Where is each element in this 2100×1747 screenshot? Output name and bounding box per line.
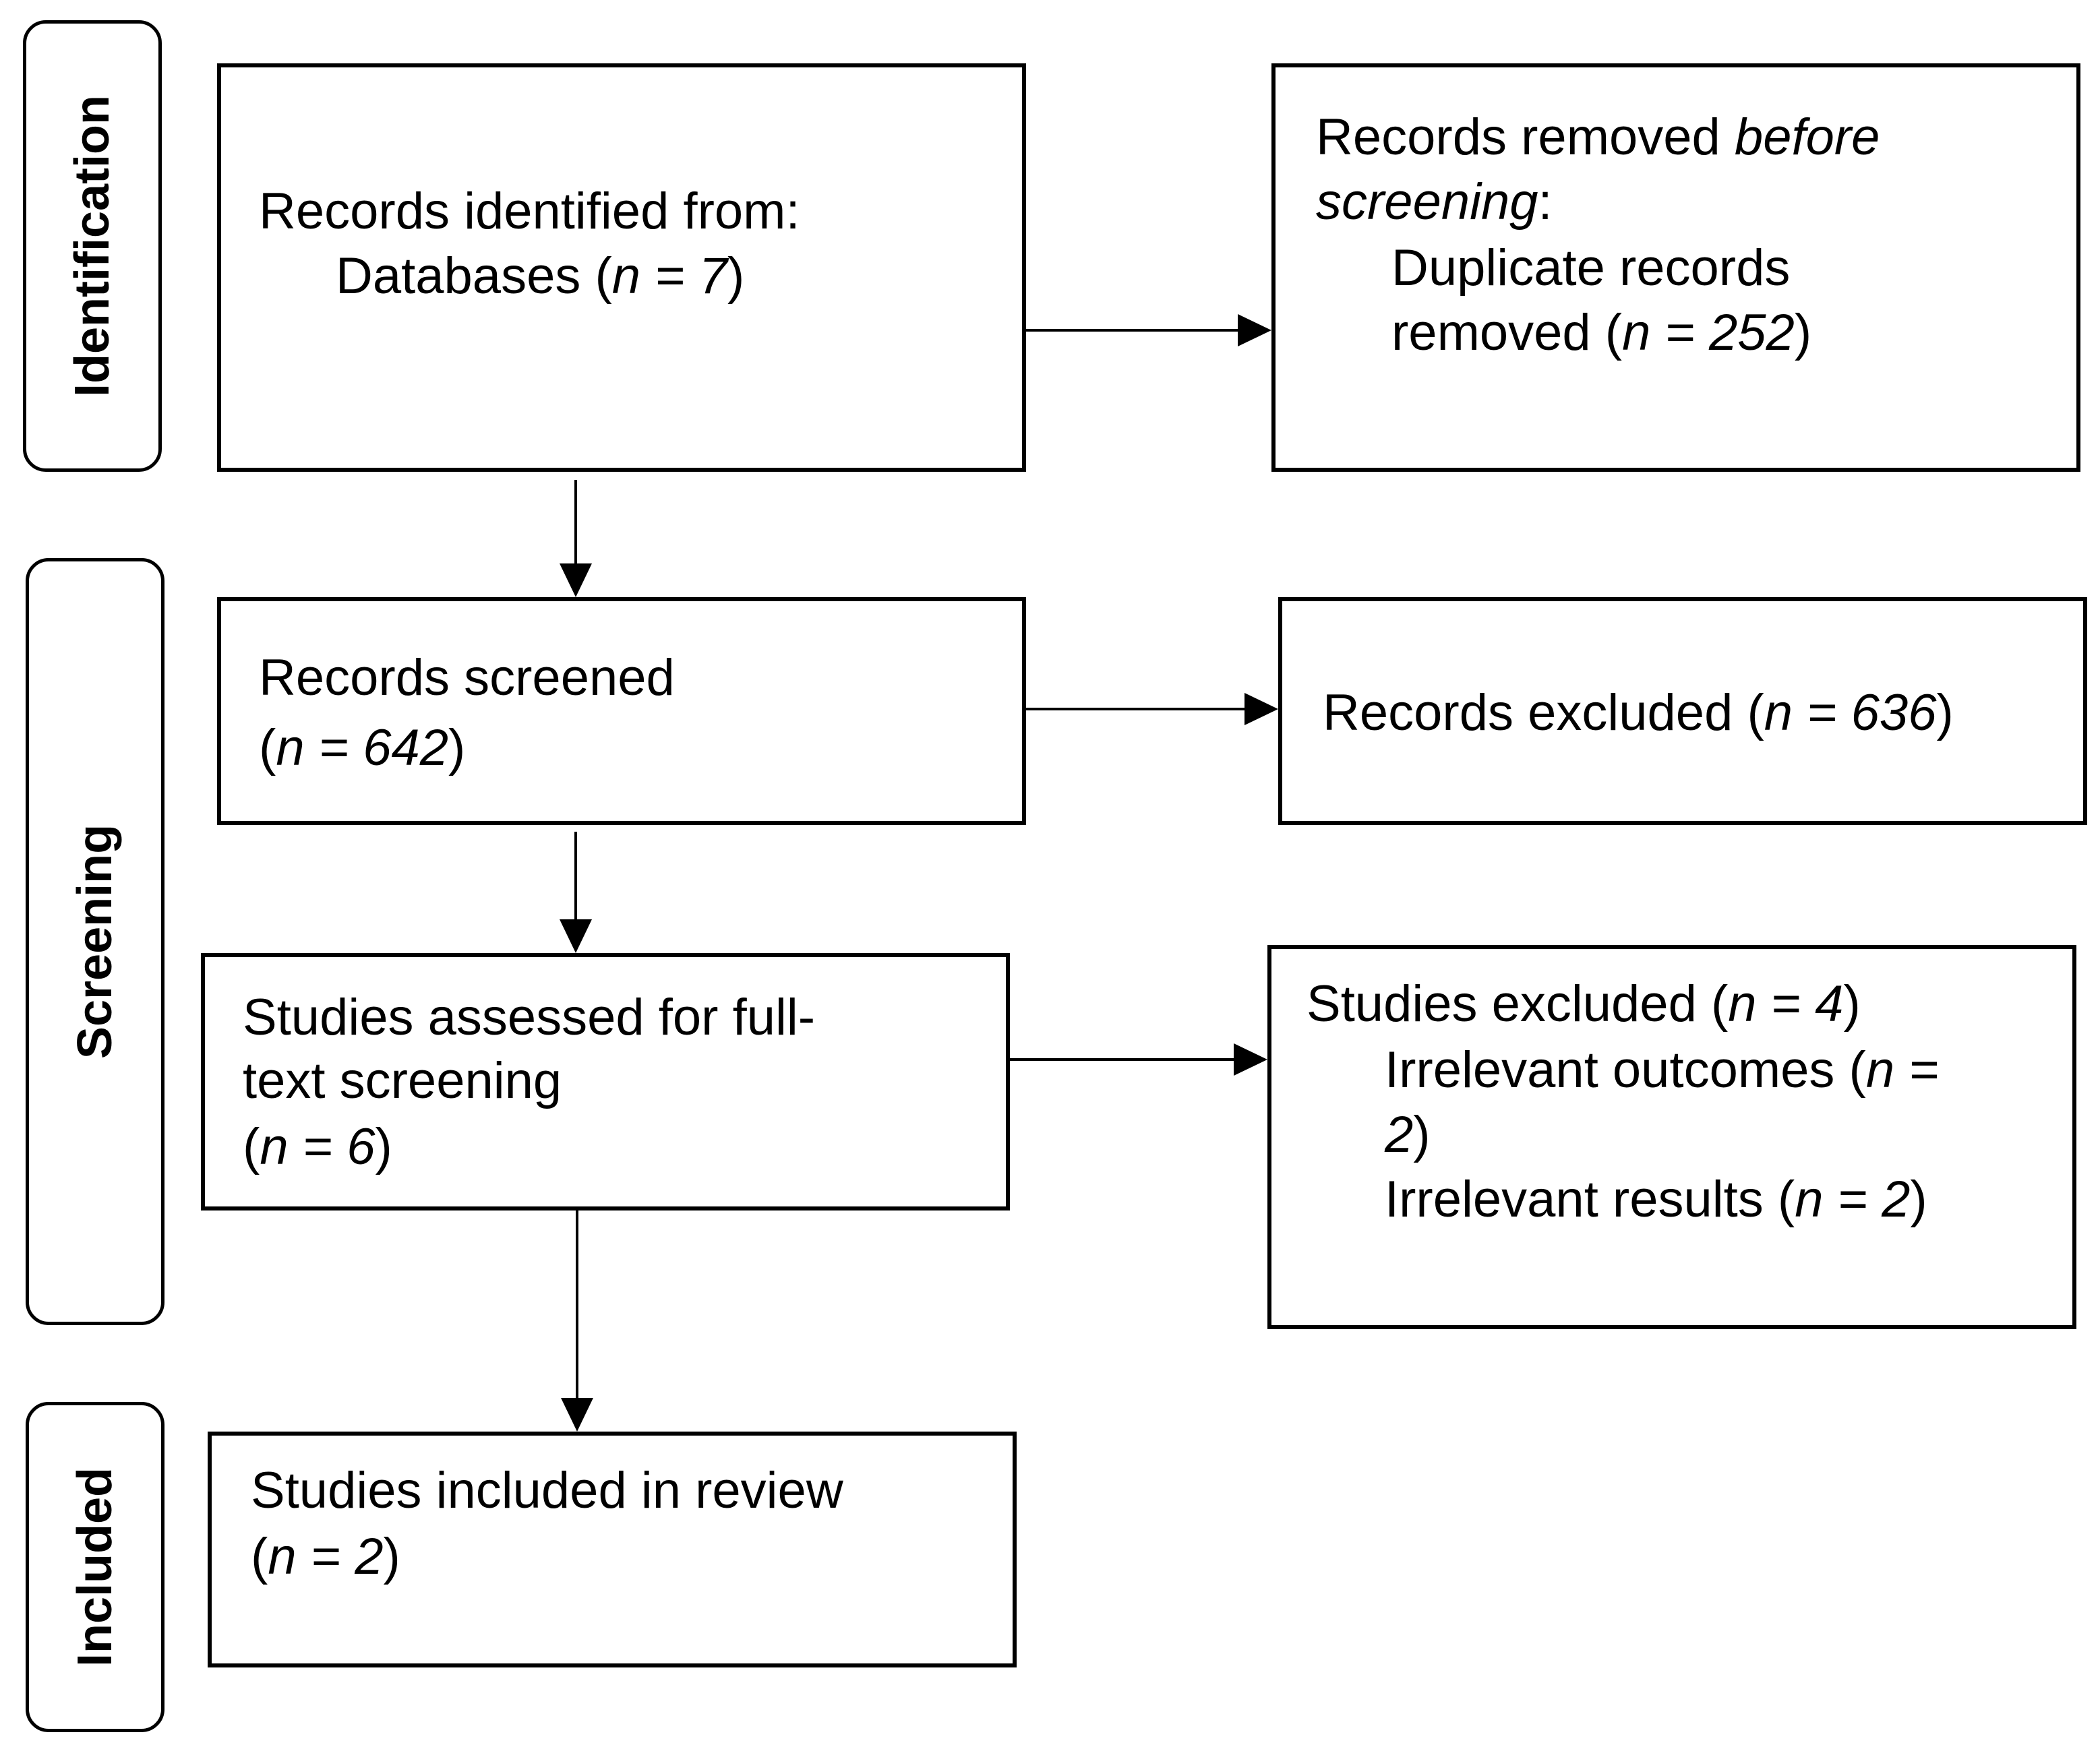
- assessed-line2: text screening: [243, 1052, 562, 1109]
- box-studies-excluded: [1267, 945, 2076, 1329]
- arrowhead-down-3: [561, 1398, 593, 1432]
- arrowhead-right-2: [1244, 693, 1278, 725]
- removed-line3: Duplicate records: [1391, 239, 1791, 297]
- box-records-removed: [1271, 63, 2080, 472]
- studies-excluded-reason1-cont: 2): [1385, 1106, 1431, 1163]
- assessed-line1: Studies assessed for full-: [243, 989, 816, 1046]
- included-line2: (n = 2): [251, 1528, 400, 1585]
- phase-included: Included: [26, 1402, 164, 1732]
- removed-line1: Records removed before: [1316, 109, 1880, 166]
- arrowhead-down-2: [560, 919, 592, 953]
- included-line1: Studies included in review: [251, 1462, 843, 1519]
- removed-line2: screening:: [1316, 173, 1553, 231]
- arrowhead-right-1: [1238, 314, 1271, 346]
- box-records-identified: [217, 63, 1026, 472]
- studies-excluded-reason2: Irrelevant results (n = 2): [1385, 1171, 1927, 1228]
- box-studies-assessed: [201, 953, 1010, 1210]
- excluded-line1: Records excluded (n = 636): [1323, 684, 1954, 741]
- arrowhead-down-1: [560, 563, 592, 597]
- screened-line1: Records screened: [259, 649, 675, 706]
- identified-line1: Records identified from:: [259, 183, 800, 240]
- phase-screening: Screening: [26, 558, 164, 1325]
- screened-line2: (n = 642): [259, 719, 466, 776]
- box-studies-included: [208, 1432, 1017, 1667]
- studies-excluded-reason1: Irrelevant outcomes (n =: [1385, 1041, 1939, 1099]
- arrowhead-right-3: [1234, 1043, 1267, 1076]
- identified-line2: Databases (n = 7): [336, 247, 745, 305]
- removed-line4: removed (n = 252): [1391, 304, 1812, 361]
- phase-identification: Identification: [23, 20, 162, 472]
- studies-excluded-line1: Studies excluded (n = 4): [1307, 975, 1861, 1033]
- box-records-screened: [217, 597, 1026, 825]
- box-records-excluded: [1278, 597, 2087, 825]
- assessed-line3: (n = 6): [243, 1118, 392, 1175]
